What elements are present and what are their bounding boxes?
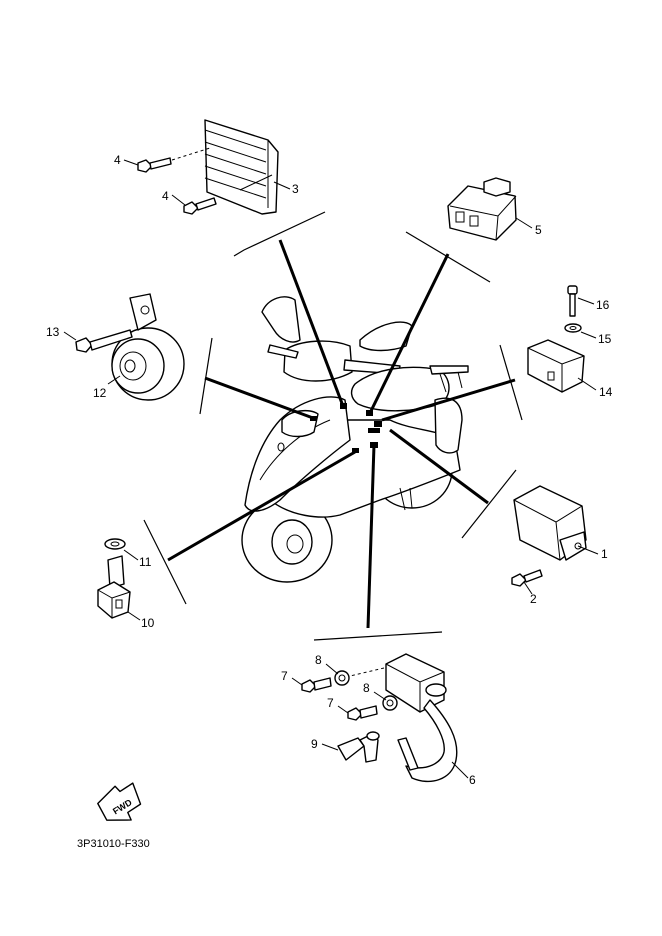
callout-4b: 4 — [162, 189, 169, 203]
callout-15: 15 — [598, 332, 612, 346]
part-cdi-unit — [513, 485, 587, 561]
diagram-code: 3P31010-F330 — [77, 838, 150, 850]
callout-leaders — [63, 159, 599, 779]
callout-7b: 7 — [327, 696, 334, 710]
callout-10: 10 — [141, 616, 155, 630]
callout-13: 13 — [46, 325, 60, 339]
part-relay-14 — [527, 339, 585, 393]
scooter-illustration — [241, 296, 469, 583]
part-bolt-16 — [567, 285, 578, 317]
callout-9: 9 — [311, 737, 318, 751]
callout-2: 2 — [530, 592, 537, 606]
callout-16: 16 — [596, 298, 610, 312]
part-washer-8a — [334, 670, 350, 686]
part-bolt-4b — [183, 197, 217, 215]
callout-12: 12 — [93, 386, 107, 400]
callout-6: 6 — [469, 773, 476, 787]
part-washer-15 — [564, 323, 582, 333]
callout-14: 14 — [599, 385, 613, 399]
part-switch-10 — [97, 555, 131, 619]
pointer-lines — [167, 239, 516, 629]
callout-8a: 8 — [315, 653, 322, 667]
callout-1: 1 — [601, 547, 608, 561]
part-plug-cap-9 — [337, 731, 380, 763]
part-rectifier-regulator — [204, 119, 279, 215]
callout-8b: 8 — [363, 681, 370, 695]
part-screw-2 — [511, 569, 543, 587]
callout-3: 3 — [292, 182, 299, 196]
part-bolt-13 — [75, 329, 133, 353]
callout-11: 11 — [139, 555, 152, 569]
callout-4a: 4 — [114, 153, 121, 167]
callout-7a: 7 — [281, 669, 288, 683]
group-brackets — [143, 211, 523, 641]
fwd-arrow-icon: FWD — [97, 782, 142, 821]
part-connector-5 — [447, 177, 517, 241]
part-ignition-coil — [349, 653, 458, 783]
callout-labels: 1 2 3 4 4 5 6 7 7 8 8 9 10 11 12 13 14 1… — [46, 153, 613, 787]
part-horn — [111, 293, 185, 401]
callout-5: 5 — [535, 223, 542, 237]
part-bolt-7a — [301, 677, 332, 693]
part-bolt-4a — [137, 147, 211, 173]
part-washer-8b — [382, 695, 398, 711]
part-bolt-7b — [347, 705, 378, 721]
part-washer-11 — [104, 538, 126, 550]
